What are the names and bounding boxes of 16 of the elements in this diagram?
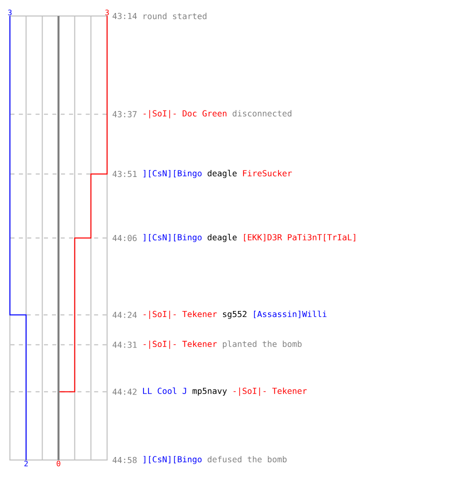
log-entry: ][CsN][Bingo deagle [EKK]D3R PaTi3nT[TrIaL] — [144, 234, 356, 242]
log-entry: -|SoI|- Tekener sg552 [Assassin]Willi — [144, 310, 326, 319]
log-entry: ][CsN][Bingo defused the bomb — [144, 456, 287, 464]
log-entry: -|SoI|- Tekener planted the bomb — [144, 340, 302, 349]
time-label: 44:24 — [112, 312, 137, 318]
time-label: 43:37 — [112, 111, 137, 118]
time-label: 43:14 — [112, 12, 137, 20]
log-entry: ][CsN][Bingo deagle FireSucker — [144, 170, 292, 178]
time-label: 44:31 — [112, 342, 137, 348]
time-label: 44:42 — [112, 388, 136, 395]
time-label: 44:58 — [112, 456, 137, 464]
log-entry: LL Cool J mp5navy -|SoI|- Tekener — [143, 388, 307, 396]
log-entry: round started — [144, 12, 206, 20]
time-label: 44:06 — [112, 234, 137, 242]
time-label: 43:51 — [112, 170, 137, 178]
log-entry: -|SoI|- Doc Green disconnected — [144, 110, 292, 118]
